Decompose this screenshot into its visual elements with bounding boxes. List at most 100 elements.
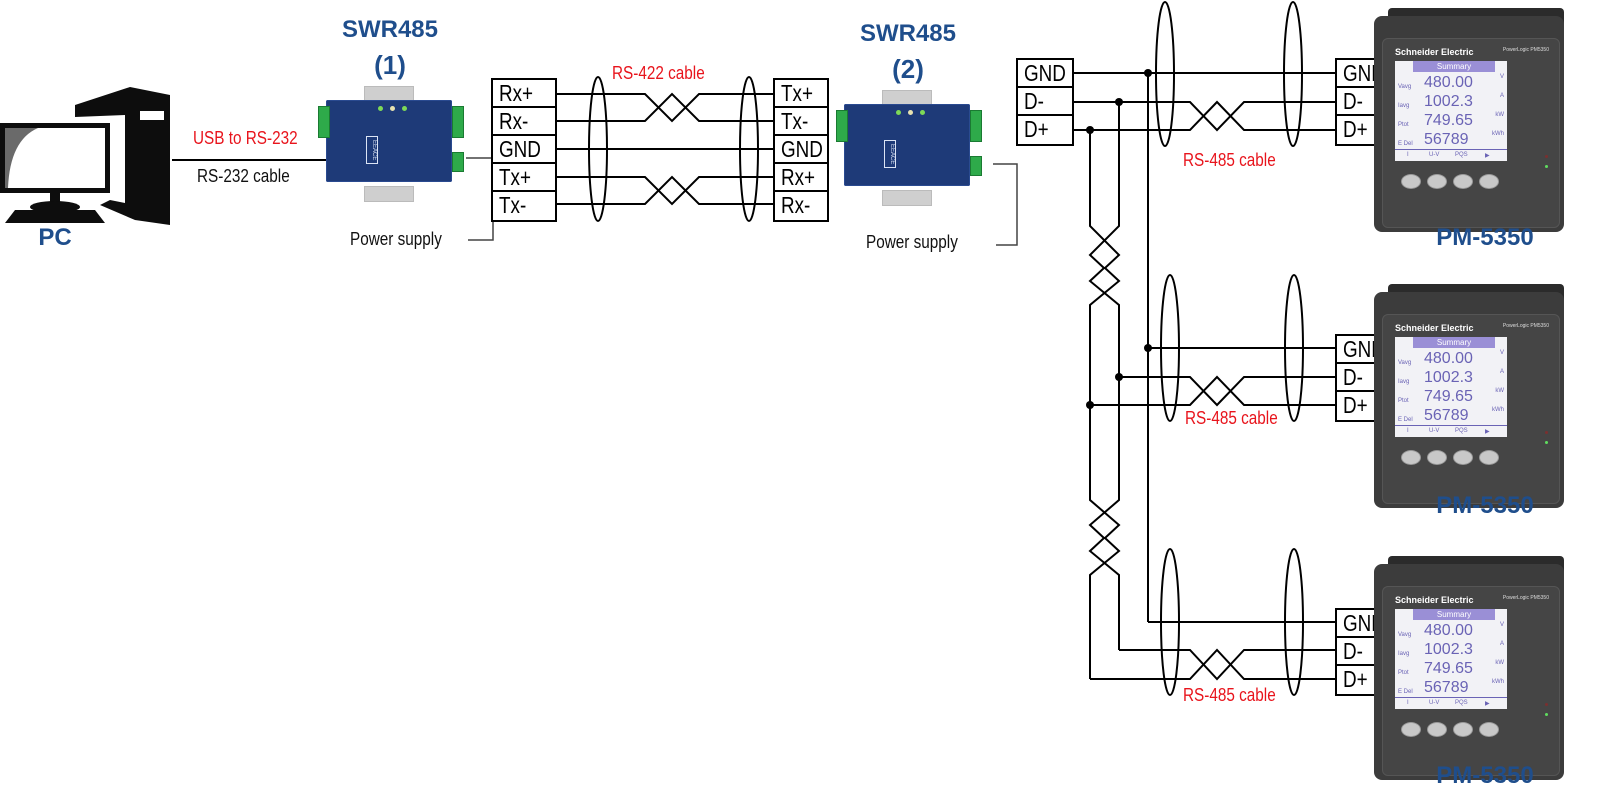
meter-button-4[interactable] [1479,174,1499,189]
power-terminal-block [970,156,982,176]
rs485-shield-2b [1284,274,1304,422]
pc-label: PC [38,224,72,251]
screen-header: Summary [1413,61,1495,72]
led-power-icon [378,106,383,111]
power-meter-1[interactable]: Schneider Electric PowerLogic PM5350 Sum… [1368,8,1568,238]
meter3-label: PM-5350 [1436,762,1534,789]
softkey-labels: I U-V PQS ▶ [1395,697,1507,710]
meter-button-2[interactable] [1427,722,1447,737]
alarm-led-icon [1545,155,1548,158]
terminal-cell: Tx- [499,192,527,218]
terminal-block-right [970,110,982,142]
power-supply-2-line [993,163,1018,246]
terminal-cell: Rx- [493,108,555,136]
meter1-label: PM-5350 [1436,224,1534,251]
led-power-icon [896,110,901,115]
meter-button-1[interactable] [1401,722,1421,737]
usb-to-rs232-label: USB to RS-232 [193,128,298,148]
terminal-cell: D+ [1343,666,1368,692]
meter-button-4[interactable] [1479,722,1499,737]
meter-face: Schneider Electric PowerLogic PM5350 Sum… [1382,586,1560,776]
meter-button-3[interactable] [1453,450,1473,465]
meter-face: Schneider Electric PowerLogic PM5350 Sum… [1382,314,1560,504]
rs422-left-terminal-block: Rx+ Rx- GND Tx+ Tx- [491,78,557,222]
led-rx-icon [390,106,395,111]
rs485-wires-meter3 [1090,621,1335,681]
alarm-led-icon [1545,431,1548,434]
meter-button-3[interactable] [1453,722,1473,737]
meter-button-2[interactable] [1427,174,1447,189]
power-terminal-block [452,152,464,172]
screen-header: Summary [1413,609,1495,620]
terminal-cell: D- [1337,364,1391,392]
swr485-converter-1[interactable]: EEACE [318,86,464,202]
terminal-cell: D+ [1343,392,1368,418]
rs485-shield-2a [1160,274,1180,422]
meter-button-1[interactable] [1401,450,1421,465]
terminal-cell: D- [1337,638,1391,666]
rs485-shield-1a [1155,1,1175,147]
converter-body [326,100,452,182]
terminal-cell: GND [775,136,827,164]
converter2-title: SWR485 [859,20,957,47]
terminal-cell: D- [1018,88,1072,116]
terminal-block-left [836,110,848,142]
power-meter-2[interactable]: Schneider Electric PowerLogic PM5350 Sum… [1368,284,1568,514]
meter-button-2[interactable] [1427,450,1447,465]
desktop-computer-icon [0,87,170,225]
meter-face: Schneider Electric PowerLogic PM5350 Sum… [1382,38,1560,228]
rs485-wires-meter2 [1090,347,1335,407]
rs422-right-terminal-block: Tx+ Tx- GND Rx+ Rx- [773,78,829,222]
rs422-cable-label: RS-422 cable [612,63,705,83]
alarm-led-icon [1545,703,1548,706]
meter-button-4[interactable] [1479,450,1499,465]
junction-dots [1086,69,1152,409]
screen-header: Summary [1413,337,1495,348]
converter1-title: SWR485 [341,16,439,43]
rs485-cable-label-2: RS-485 cable [1185,408,1278,428]
mount-ear-bottom [364,186,414,202]
status-led-icon [1545,441,1548,444]
power-meter-3[interactable]: Schneider Electric PowerLogic PM5350 Sum… [1368,556,1568,786]
rs485-wires-meter1 [1074,72,1335,132]
rs485-source-terminal-block: GND D- D+ [1016,58,1074,146]
rs422-shield-left [588,76,608,222]
meter-model: PowerLogic PM5350 [1502,595,1549,601]
swr485-converter-2[interactable]: EEACE [836,90,982,206]
terminal-cell: Tx- [775,108,827,136]
rs232-cable-label: RS-232 cable [197,166,290,186]
terminal-block-left [318,106,330,138]
meter-brand: Schneider Electric [1395,47,1474,57]
terminal-cell: Tx+ [493,164,555,192]
meter-brand: Schneider Electric [1395,595,1474,605]
meter2-label: PM-5350 [1436,492,1534,519]
terminal-cell: GND [493,136,555,164]
rs485-cable-label-1: RS-485 cable [1183,150,1276,170]
terminal-cell: D- [1337,88,1391,116]
meter-model: PowerLogic PM5350 [1502,323,1549,329]
terminal-cell: D+ [1343,116,1368,142]
softkey-labels: I U-V PQS ▶ [1395,425,1507,438]
terminal-cell: D+ [1024,116,1049,142]
terminal-cell: Rx+ [493,80,555,108]
converter-body [844,104,970,186]
meter-button-3[interactable] [1453,174,1473,189]
meter-button-1[interactable] [1401,174,1421,189]
status-led-icon [1545,165,1548,168]
softkey-labels: I U-V PQS ▶ [1395,149,1507,162]
meter-brand: Schneider Electric [1395,323,1474,333]
terminal-block-right [452,106,464,138]
power-supply-1-label: Power supply [350,229,442,249]
rs485-shield-1b [1283,1,1303,147]
power-supply-1-line [466,157,494,241]
